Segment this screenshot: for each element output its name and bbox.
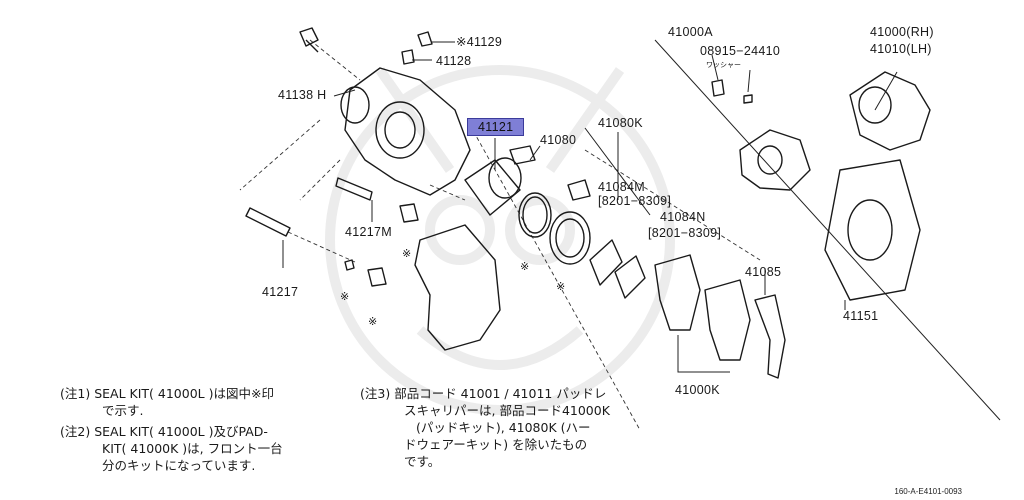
- note-3-line-4: ドウェアーキット) を除いたもの: [404, 437, 588, 452]
- note-1-line-1: SEAL KIT( 41000L )は図中※印: [94, 386, 274, 401]
- note-2-line-3: 分のキットになっています.: [102, 458, 256, 473]
- cap-41128: [401, 49, 415, 65]
- label-41000rh: 41000(RH): [870, 25, 934, 39]
- leader-lines: [282, 39, 1001, 421]
- note-3-line-5: です。: [404, 454, 441, 469]
- label-41000a: 41000A: [668, 25, 713, 39]
- kit-mark: ※: [520, 260, 529, 273]
- label-41010lh: 41010(LH): [870, 42, 932, 56]
- brake-pad-outer: [704, 279, 751, 361]
- note-2-line-1: SEAL KIT( 41000L )及びPAD-: [94, 424, 268, 439]
- label-41085: 41085: [745, 265, 782, 279]
- washer: [743, 94, 753, 104]
- note-3-line-1: 部品コード 41001 / 41011 パッドレ: [394, 386, 607, 401]
- brake-pad-inner: [654, 254, 701, 331]
- seal-ring: [518, 192, 552, 238]
- label-41121-highlighted[interactable]: 41121: [467, 118, 525, 136]
- label-08915: 08915−24410: [700, 44, 781, 58]
- label-41128: 41128: [436, 54, 472, 68]
- note-2-tag: (注2): [60, 424, 91, 439]
- watermark-logo: [325, 65, 675, 415]
- label-washer: ワッシャー: [706, 62, 741, 69]
- label-41217: 41217: [262, 285, 299, 299]
- caliper-body: [344, 67, 471, 196]
- clip-41080: [509, 145, 536, 165]
- label-41080: 41080: [540, 133, 577, 147]
- note-2-line-2: KIT( 41000K )は, フロント一台: [102, 441, 283, 456]
- caliper-bracket: [414, 224, 501, 351]
- label-41151: 41151: [843, 309, 879, 323]
- note-3-line-3: (パッドキット), 41080K (ハー: [416, 420, 591, 435]
- shim-41084m: [589, 239, 623, 286]
- bleeder-41129: [417, 31, 433, 47]
- reference-code: 160-A-E4101-0093: [894, 487, 962, 496]
- kit-mark: ※: [340, 290, 349, 303]
- kit-mark: ※: [368, 315, 377, 328]
- label-41217m: 41217M: [345, 225, 392, 239]
- boot-ring: [549, 211, 591, 265]
- label-41084n: 41084N: [660, 210, 706, 224]
- explode-lines: [239, 39, 761, 431]
- note-1-line-2: で示す.: [102, 403, 144, 418]
- kit-mark: ※: [556, 280, 565, 293]
- bolt-41138h: [299, 27, 319, 53]
- note-3: (注3) 部品コード 41001 / 41011 パッドレ スキャリパーは, 部…: [360, 385, 610, 470]
- pin-41217: [245, 207, 291, 237]
- note-1: (注1) SEAL KIT( 41000L )は図中※印 で示す.: [60, 385, 274, 419]
- piston-41121: [464, 159, 521, 216]
- shim-41084n: [614, 255, 646, 299]
- dust-shield: [824, 159, 921, 301]
- note-3-line-2: スキャリパーは, 部品コード41000K: [404, 403, 610, 418]
- steering-knuckle: [739, 129, 811, 191]
- clip-41085: [754, 294, 786, 379]
- note-1-tag: (注1): [60, 386, 91, 401]
- label-41084m-range: [8201−8309]: [598, 194, 672, 208]
- boot-41217m: [399, 203, 419, 223]
- kit-mark: ※: [402, 247, 411, 260]
- label-41084m: 41084M: [598, 180, 645, 194]
- label-41138h: 41138 H: [278, 88, 327, 102]
- note-3-tag: (注3): [360, 386, 391, 401]
- label-41084n-range: [8201−8309]: [648, 226, 722, 240]
- label-41080k: 41080K: [598, 116, 643, 130]
- label-41129: ※41129: [456, 35, 503, 49]
- note-2: (注2) SEAL KIT( 41000L )及びPAD- KIT( 41000…: [60, 423, 283, 474]
- caliper-assembly: [849, 71, 931, 151]
- pin-41217m: [335, 177, 373, 201]
- bolt-41000a: [711, 79, 725, 97]
- label-41000k: 41000K: [675, 383, 720, 397]
- boot-41217: [367, 267, 387, 287]
- clip-41080b: [567, 179, 591, 201]
- kit-marks: ※ ※ ※ ※ ※: [340, 247, 565, 328]
- part-drawings: [245, 27, 931, 379]
